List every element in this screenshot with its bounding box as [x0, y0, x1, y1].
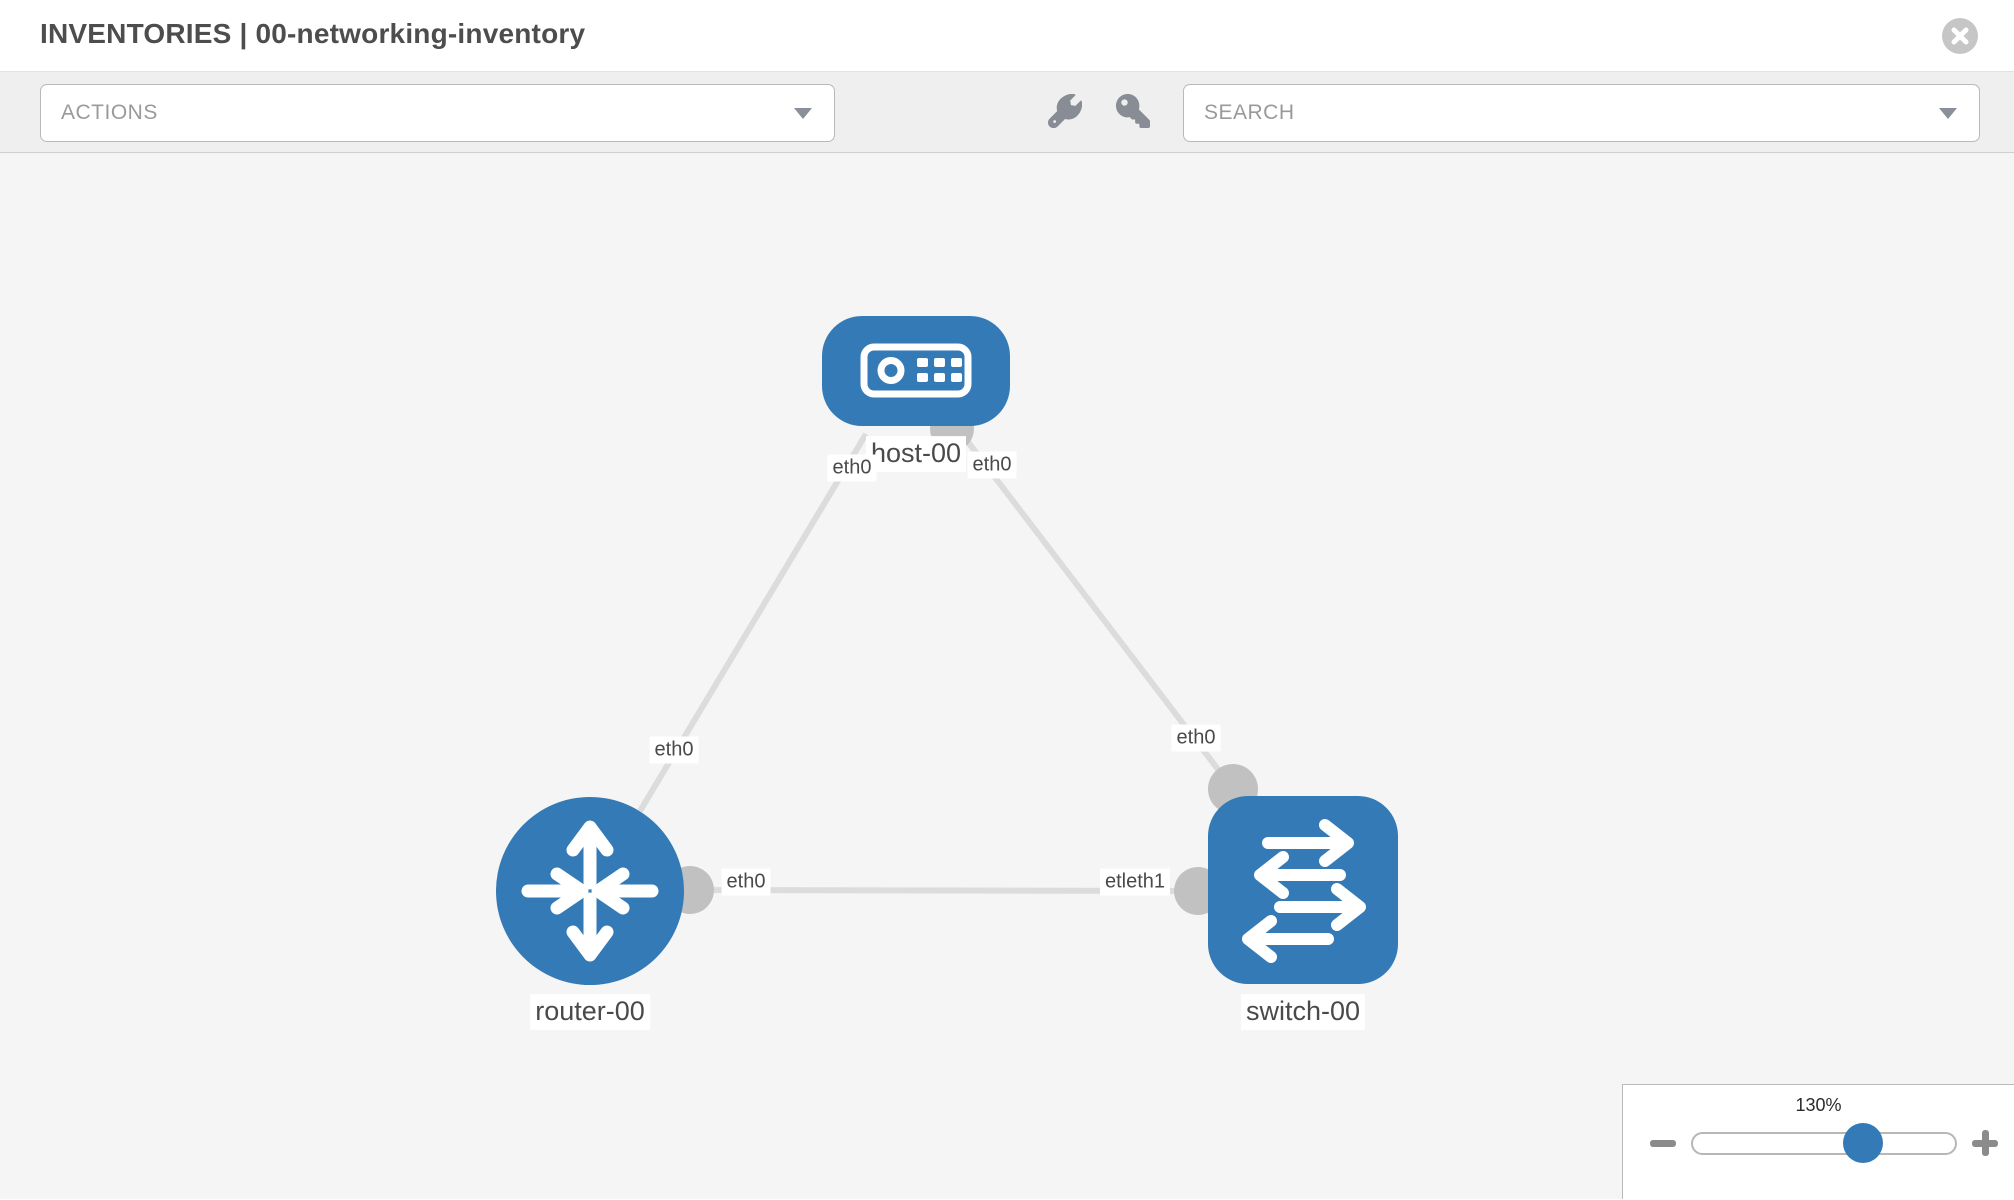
zoom-in-button[interactable] — [1971, 1129, 1999, 1157]
zoom-slider-handle[interactable] — [1843, 1123, 1883, 1163]
iface-label-router-eth0-uplink: eth0 — [649, 736, 699, 764]
node-label-router-00: router-00 — [530, 994, 650, 1030]
zoom-level-value: 130% — [1795, 1095, 1842, 1115]
actions-dropdown[interactable]: ACTIONS — [40, 84, 835, 142]
node-label-switch-00: switch-00 — [1240, 994, 1366, 1030]
search-dropdown-label: SEARCH — [1204, 101, 1295, 124]
switch-icon — [1242, 819, 1366, 963]
configure-button[interactable] — [1046, 93, 1084, 133]
iface-label-switch-eth1: etleth1 — [1099, 868, 1171, 896]
node-router-00[interactable] — [496, 797, 684, 985]
chevron-down-icon — [794, 108, 812, 119]
router-icon — [521, 820, 659, 962]
key-icon — [1116, 93, 1150, 133]
zoom-out-button[interactable] — [1649, 1129, 1677, 1157]
zoom-panel: 130% — [1622, 1084, 2014, 1199]
close-button[interactable] — [1942, 18, 1978, 54]
search-dropdown[interactable]: SEARCH — [1183, 84, 1980, 142]
host-icon — [860, 343, 972, 398]
zoom-slider-track[interactable] — [1691, 1132, 1957, 1155]
node-switch-00[interactable] — [1208, 796, 1398, 984]
toolbar: ACTIONS SEARCH — [0, 72, 2014, 153]
header-bar: INVENTORIES | 00-networking-inventory — [0, 0, 2014, 72]
node-host-00[interactable] — [822, 316, 1010, 426]
interface-connectors — [666, 407, 1258, 915]
links — [637, 423, 1236, 894]
chevron-down-icon — [1939, 108, 1957, 119]
wrench-icon — [1048, 93, 1083, 133]
iface-label-host-eth0-right: eth0 — [967, 451, 1017, 479]
iface-label-router-eth0: eth0 — [721, 868, 771, 896]
iface-label-switch-eth0: eth0 — [1171, 724, 1221, 752]
actions-dropdown-label: ACTIONS — [61, 101, 158, 124]
key-button[interactable] — [1114, 93, 1152, 133]
network-canvas[interactable]: host-00 eth0 eth0 eth0 eth0 eth0 etleth1… — [0, 153, 2014, 1199]
close-icon — [1951, 27, 1969, 45]
iface-label-host-eth0-left: eth0 — [827, 454, 877, 482]
node-label-host-00: host-00 — [865, 436, 967, 472]
page-title: INVENTORIES | 00-networking-inventory — [40, 18, 586, 49]
